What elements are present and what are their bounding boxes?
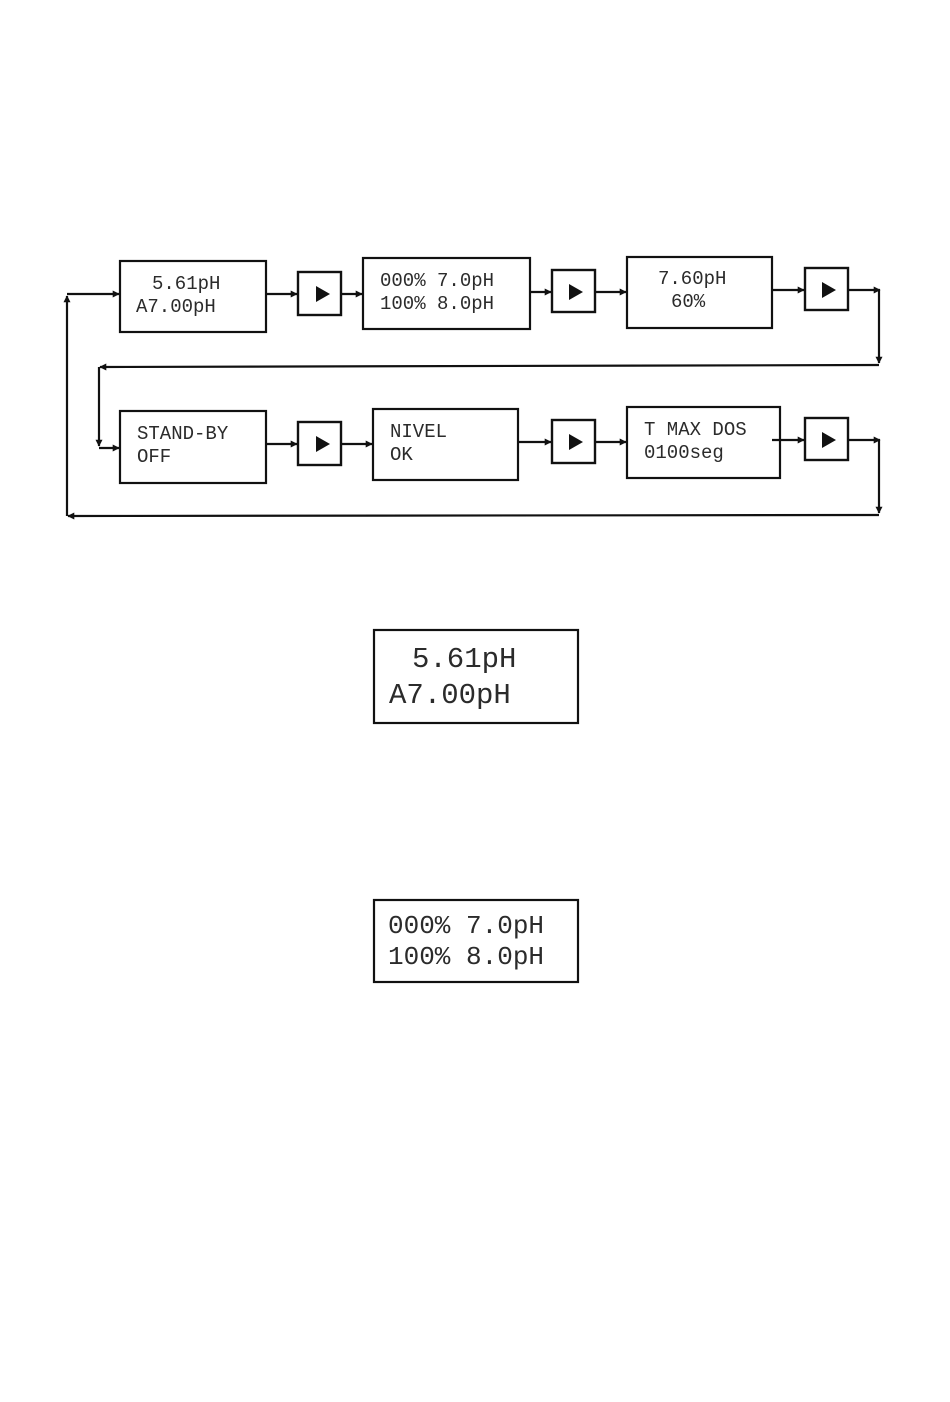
screen-line2: A7.00pH xyxy=(136,296,216,318)
screen-box-row2-2: NIVEL OK xyxy=(373,409,518,480)
screen-line2: 100% 8.0pH xyxy=(388,942,544,972)
screen-line1: NIVEL xyxy=(390,421,447,443)
screen-line1: 000% 7.0pH xyxy=(388,911,544,941)
screen-box-row1-1: 5.61pH A7.00pH xyxy=(120,261,266,332)
screen-line1: 5.61pH xyxy=(152,273,220,295)
screen-box-row1-3: 7.60pH 60% xyxy=(627,257,772,328)
screen-line2: OK xyxy=(390,444,413,466)
screen-box-row2-1: STAND-BY OFF xyxy=(120,411,266,483)
screen-line2: A7.00pH xyxy=(389,679,511,712)
detail-screen-ph-reading: 5.61pH A7.00pH xyxy=(374,630,578,723)
next-button[interactable] xyxy=(552,270,595,312)
screen-line2: 100% 8.0pH xyxy=(380,293,494,315)
screen-line1: 5.61pH xyxy=(412,643,516,676)
screen-line2: 0100seg xyxy=(644,442,724,464)
screen-line1: 000% 7.0pH xyxy=(380,270,494,292)
screen-line1: 7.60pH xyxy=(658,268,726,290)
screen-line1: T MAX DOS xyxy=(644,419,747,441)
screen-box-row2-3: T MAX DOS 0100seg xyxy=(627,407,780,478)
next-button[interactable] xyxy=(552,420,595,463)
next-button[interactable] xyxy=(298,422,341,465)
detail-screen-ph-range: 000% 7.0pH 100% 8.0pH xyxy=(374,900,578,982)
screen-line1: STAND-BY xyxy=(137,423,229,445)
next-button[interactable] xyxy=(805,418,848,460)
screen-line2: OFF xyxy=(137,446,171,468)
next-button[interactable] xyxy=(298,272,341,315)
screen-box-row1-2: 000% 7.0pH 100% 8.0pH xyxy=(363,258,530,329)
next-button[interactable] xyxy=(805,268,848,310)
screen-line2: 60% xyxy=(671,291,706,313)
